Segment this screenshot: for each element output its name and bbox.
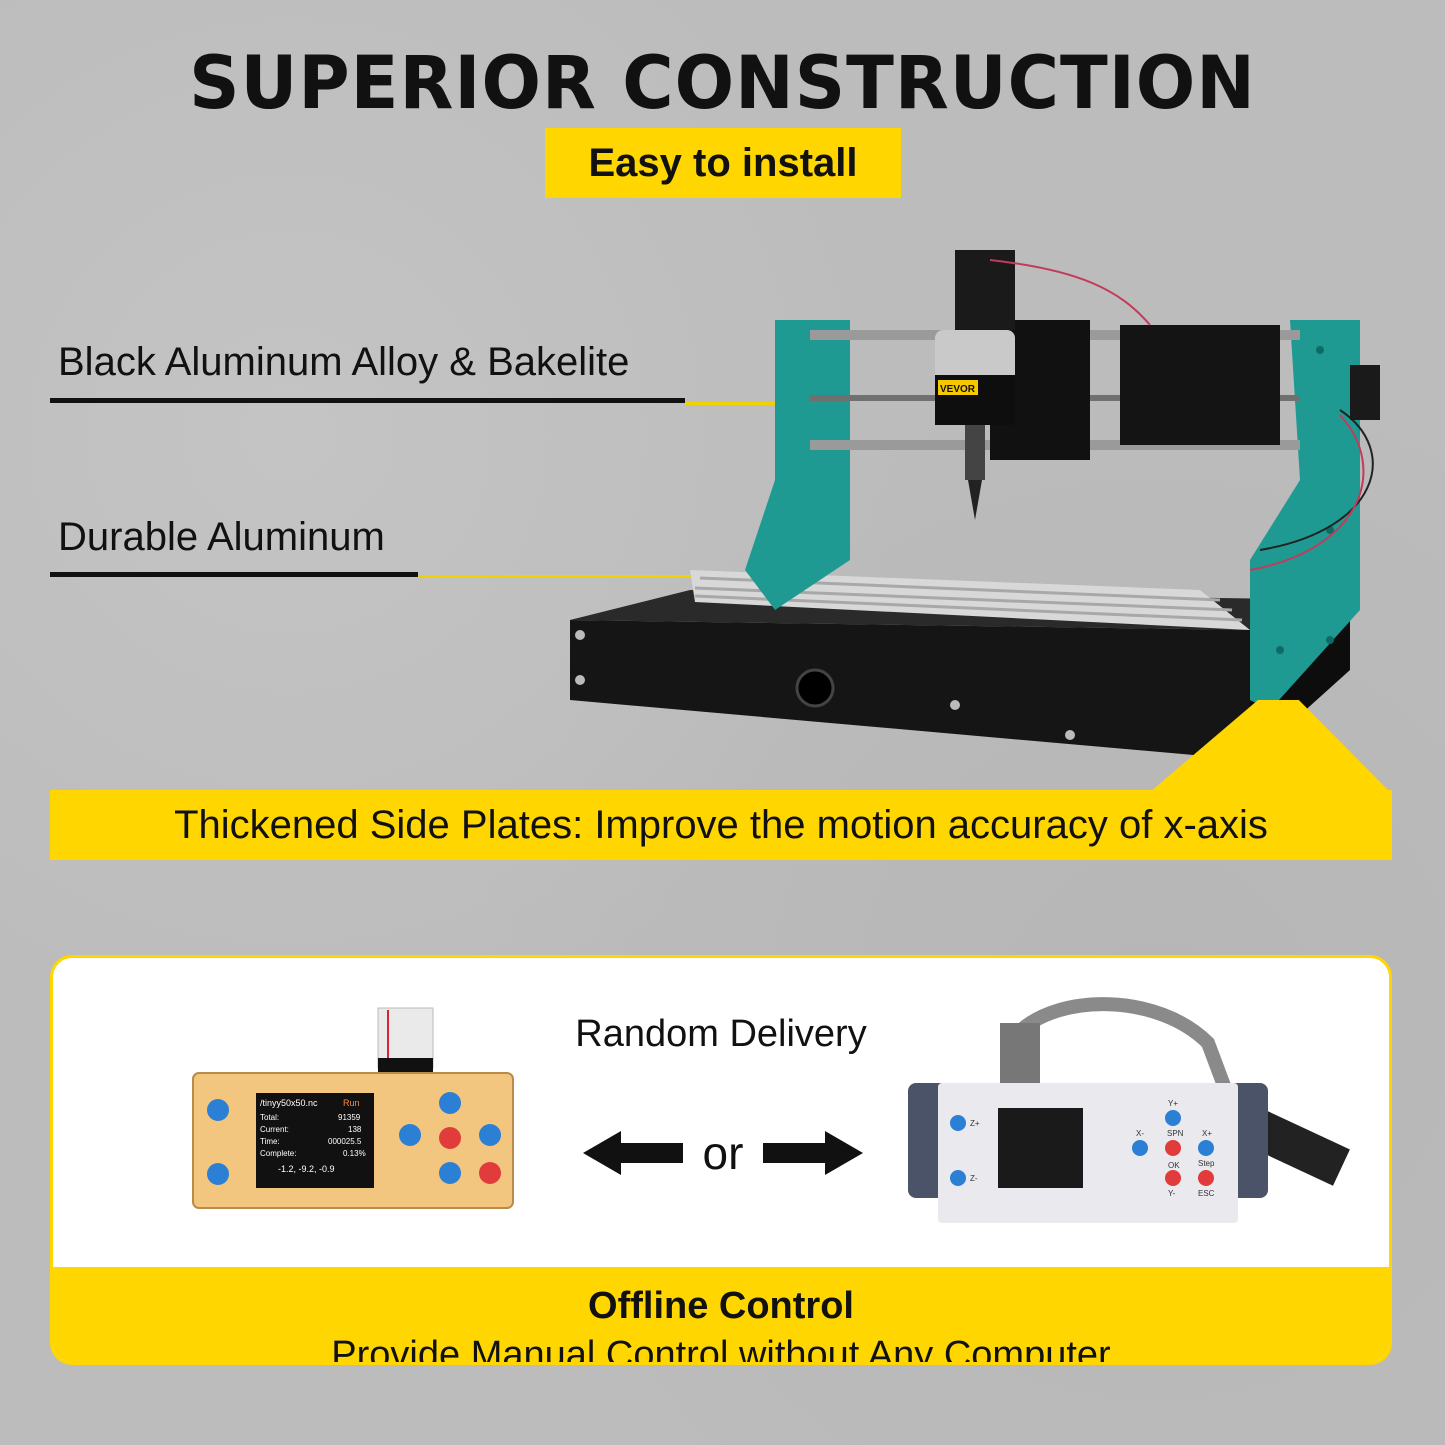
callout-underline-bakelite [50, 398, 685, 403]
callout-label-aluminum: Durable Aluminum [58, 515, 385, 559]
button-label: Y+ [1168, 1099, 1178, 1108]
stepper-motor-z [955, 250, 1015, 330]
button-label: SPN [1167, 1129, 1184, 1138]
button-label: Z- [970, 1174, 978, 1183]
button-red [439, 1127, 461, 1149]
lcd-row-val: 91359 [338, 1113, 361, 1122]
ribbon-cable [1013, 997, 1245, 1126]
offline-control-subtitle: Provide Manual Control without Any Compu… [331, 1334, 1111, 1365]
arrow-left-icon [583, 1131, 683, 1175]
lcd-row-key: Total: [260, 1113, 279, 1122]
lcd-row-val: 0.13% [343, 1149, 366, 1158]
arrow-right-icon [763, 1131, 863, 1175]
lcd-row-key: Current: [260, 1125, 289, 1134]
offline-control-footer: Offline Control Provide Manual Control w… [53, 1267, 1389, 1362]
button-blue [207, 1163, 229, 1185]
lcd-row-key: Complete: [260, 1149, 296, 1158]
callout-underline-aluminum [50, 572, 418, 577]
button-blue [439, 1162, 461, 1184]
button-blue [207, 1099, 229, 1121]
cnc-machine-image: VEVOR [570, 250, 1380, 760]
spindle-motor [935, 330, 1015, 385]
button-blue [439, 1092, 461, 1114]
controller-option-a: /tinyy50x50.nc Run Total: 91359 Current:… [192, 1007, 514, 1209]
brand-label: VEVOR [940, 384, 976, 395]
lcd-row-key: Time: [260, 1137, 280, 1146]
lcd-row-val: 000025.5 [328, 1137, 362, 1146]
button-label: ESC [1198, 1189, 1215, 1198]
control-board [1120, 325, 1280, 445]
controller-board [938, 1083, 1238, 1223]
button-red [479, 1162, 501, 1184]
or-label: or [702, 1127, 744, 1179]
callout-leader-aluminum [418, 575, 758, 578]
button-label: X- [1136, 1129, 1144, 1138]
lcd-row-val: 138 [348, 1125, 362, 1134]
subtitle-badge: Easy to install [545, 128, 901, 198]
callout-label-bakelite: Black Aluminum Alloy & Bakelite [58, 340, 630, 384]
lcd-screen [256, 1093, 374, 1188]
cable-plug [1000, 1023, 1040, 1088]
controller-option-b: Z+ Z- Y+ X- SPN X+ OK Step Y- ESC [908, 997, 1350, 1223]
base-knob [795, 668, 835, 708]
button-label: Y- [1168, 1189, 1176, 1198]
brand-sticker [938, 380, 978, 395]
base-frame-front [570, 620, 1250, 760]
button-label: Z+ [970, 1119, 980, 1128]
offline-control-panel: Random Delivery /tinyy50x50.nc Run Total… [50, 955, 1392, 1365]
lcd-coords: -1.2, -9.2, -0.9 [278, 1164, 335, 1174]
offline-control-title: Offline Control [588, 1285, 854, 1327]
random-delivery-label: Random Delivery [575, 1013, 867, 1055]
page-title: SUPERIOR CONSTRUCTION [189, 39, 1256, 127]
lcd-file: /tinyy50x50.nc [260, 1098, 318, 1108]
stepper-motor-x [1350, 365, 1380, 420]
button-label: X+ [1202, 1129, 1212, 1138]
left-side-plate [745, 320, 850, 610]
lcd-screen [998, 1108, 1083, 1188]
spindle-shaft [965, 425, 985, 480]
lcd-status: Run [343, 1098, 360, 1108]
right-side-plate [1250, 320, 1360, 710]
button-blue [479, 1124, 501, 1146]
button-label: OK [1168, 1161, 1180, 1170]
button-label: Step [1198, 1159, 1215, 1168]
or-divider: or [583, 1126, 863, 1180]
button-blue [399, 1124, 421, 1146]
engraving-bit [968, 480, 982, 520]
callout-leader-bakelite [685, 402, 785, 405]
side-plate-banner: Thickened Side Plates: Improve the motio… [50, 790, 1392, 860]
